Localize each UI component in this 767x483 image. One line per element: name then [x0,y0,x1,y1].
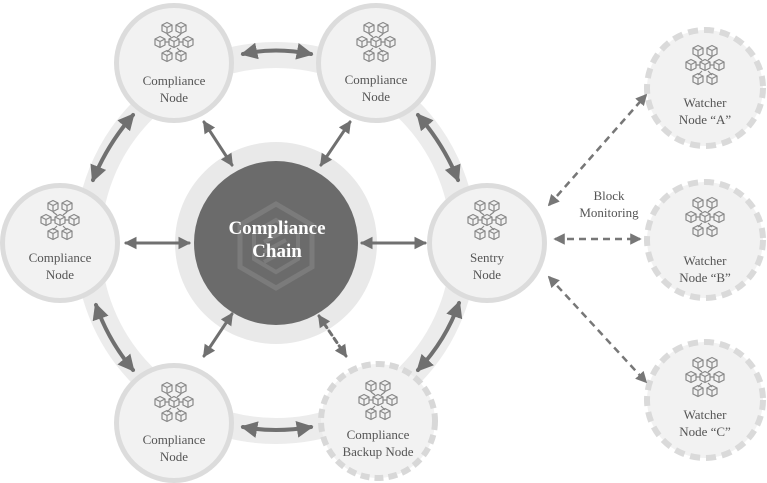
node-bottom-left [114,363,234,483]
arrow-sentry-to-backup [416,300,463,372]
arrow-core-top-left [202,120,234,167]
arrow-core-bottom-left [202,312,234,358]
node-backup-label: Compliance Backup Node [342,427,414,459]
arrow-bottom [240,421,314,438]
arrow-top-right-to-sentry [416,113,461,183]
node-top-right [316,3,436,123]
watcher-node-b [644,179,766,301]
node-sentry [427,183,547,303]
node-backup [318,361,438,481]
node-top-left [114,3,234,123]
core-label-line2: Chain [252,241,302,262]
block-monitoring-label: Block Monitoring [579,188,639,220]
hexagon-logo-icon [237,201,315,291]
arrow-core-backup [317,314,348,358]
node-top-right-label: Compliance Node [344,72,408,104]
arrow-top [240,42,314,60]
arrow-top-left-to-left [90,113,135,183]
node-left [0,183,120,303]
node-left-label: Compliance Node [28,250,92,282]
node-sentry-label: Sentry Node [470,250,504,282]
core-circle [194,161,358,325]
node-bottom-left-label: Compliance Node [142,432,206,464]
watcher-node-c [644,339,766,461]
arrow-sentry-watcher-c [547,275,648,384]
arrow-sentry-watcher-a [547,93,648,207]
core-label: Compliance Chain [187,217,367,263]
watcher-node-a [644,27,766,149]
arrow-core-top-right [319,120,352,167]
watcher-a-label: Watcher Node “A” [678,95,732,127]
watcher-b-label: Watcher Node “B” [679,253,731,285]
core-label-line1: Compliance [228,218,326,239]
node-top-left-label: Compliance Node [142,73,206,105]
watcher-c-label: Watcher Node “C” [679,407,731,439]
arrow-left-to-bottom-left [92,302,135,372]
